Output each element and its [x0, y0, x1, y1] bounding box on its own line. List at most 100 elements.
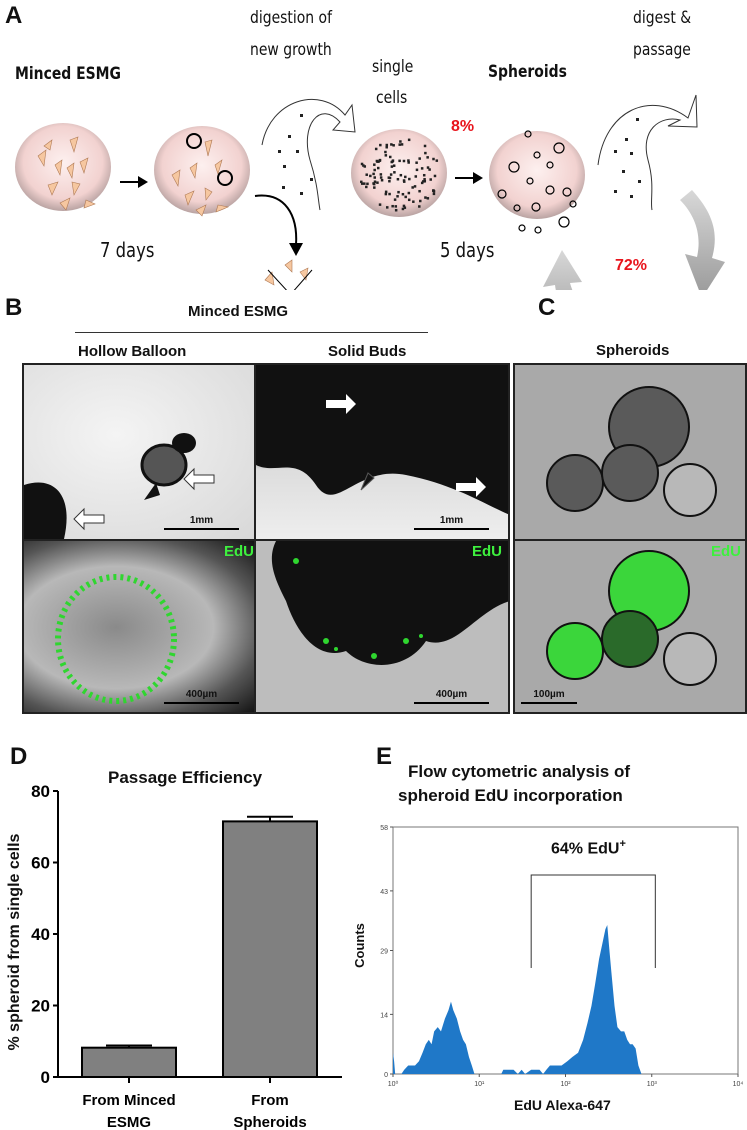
cell-dot: [404, 175, 407, 179]
x-tick-label: Spheroids: [233, 1114, 306, 1130]
cell-dot: [397, 190, 400, 194]
group-divider: [75, 332, 428, 333]
cell-dot: [428, 168, 431, 171]
cell-dot: [418, 157, 421, 160]
bar: [222, 820, 318, 1079]
cell-dot: [407, 159, 410, 162]
cell-dot: [396, 195, 399, 198]
cell-dot: [404, 195, 407, 199]
cycle-arrows: [543, 190, 725, 290]
cell-dot: [435, 159, 439, 162]
cell-dot: [432, 192, 436, 196]
cell-dot: [422, 180, 425, 183]
efficiency-initial: 8%: [451, 118, 475, 135]
y-tick-label: 0: [384, 1072, 388, 1079]
cell-dot: [415, 161, 418, 164]
cell-dot: [398, 143, 401, 146]
cell-dot: [372, 172, 375, 176]
cell-dot: [360, 180, 363, 184]
panel-e-label: E: [376, 743, 393, 770]
cell-dot: [363, 165, 367, 168]
flow-chart-title-line1: Flow cytometric analysis of: [408, 762, 631, 781]
passage-label-line2: passage: [633, 40, 691, 60]
cell-dot: [420, 181, 424, 185]
panel-b-micrographs: EdU EdU 1mm 1mm 400µm 400µm: [22, 363, 510, 714]
buds-edu-label: EdU: [472, 543, 502, 560]
cell-dot: [432, 157, 435, 161]
y-tick-label: 14: [380, 1012, 388, 1019]
cell-dot: [402, 204, 406, 208]
cell-dot: [408, 177, 411, 181]
cell-dot: [424, 196, 427, 199]
cell-dot: [369, 174, 372, 178]
cell-dot: [413, 185, 417, 188]
cell-dot: [374, 147, 378, 151]
y-tick-label: 29: [380, 949, 388, 956]
single-cells-line2: cells: [376, 88, 408, 108]
cell-dot: [378, 159, 382, 162]
balloon-edu-label: EdU: [224, 543, 254, 560]
arrow-right-1: [120, 176, 148, 188]
cell-dot: [402, 159, 406, 163]
cell-dot: [415, 168, 419, 172]
cell-dot: [423, 144, 427, 148]
cell-dot: [375, 159, 379, 163]
cell-dot: [376, 181, 379, 184]
cell-dot: [373, 180, 377, 183]
cell-dot: [384, 192, 388, 196]
cell-dot: [379, 176, 383, 179]
cell-dot: [360, 162, 364, 166]
cell-dot: [380, 178, 384, 182]
cell-dot: [385, 206, 389, 209]
discard-arrow: [254, 194, 313, 290]
cell-dot: [426, 166, 430, 169]
spheroids-edu-label: EdU: [711, 543, 741, 560]
cell-dot: [419, 199, 422, 203]
cell-dot: [385, 143, 389, 147]
cell-dot: [393, 198, 397, 201]
cell-dot: [379, 173, 383, 176]
flow-chart-xlabel: EdU Alexa-647: [514, 1097, 611, 1113]
cell-dot: [394, 205, 398, 208]
cell-dot: [360, 182, 364, 185]
panel-d-label: D: [10, 743, 28, 770]
scalebar-label: 400µm: [435, 689, 468, 700]
cell-dot: [407, 161, 410, 164]
cell-dot: [379, 143, 382, 147]
dish-growth: [154, 126, 250, 217]
cell-dot: [393, 171, 396, 174]
buds-brightfield: [256, 365, 508, 539]
y-tick-label: 80: [31, 782, 50, 801]
cell-dot: [398, 159, 401, 163]
digestion-label-line1: digestion of: [250, 8, 332, 28]
y-tick-label: 20: [31, 997, 50, 1016]
dish-single-cells: [351, 129, 447, 217]
passage-arrow: [597, 94, 698, 211]
arrow-right-2: [455, 172, 483, 184]
spheroids-brightfield: [515, 365, 745, 539]
cell-dot: [401, 192, 405, 196]
cell-dot: [384, 150, 387, 154]
scalebar-1mm-left: 1mm: [164, 515, 239, 530]
cell-dot: [423, 180, 427, 183]
scalebar-400um-left: 400µm: [164, 689, 239, 704]
cell-dot: [418, 205, 421, 208]
x-tick-label: 10⁰: [388, 1080, 399, 1088]
y-tick-label: 58: [380, 825, 388, 832]
cell-dot: [422, 173, 426, 177]
cell-dot: [407, 198, 411, 202]
cell-dot: [378, 203, 382, 206]
scalebar-label: 400µm: [185, 689, 218, 700]
cell-dot: [420, 167, 424, 170]
cell-dot: [373, 176, 376, 179]
cell-dot: [401, 207, 405, 211]
passage-label-line1: digest &: [633, 8, 692, 28]
cell-dot: [411, 186, 414, 189]
panel-c-micrographs: EdU 100µm: [513, 363, 747, 714]
cell-dot: [377, 166, 380, 170]
histogram-area: [393, 924, 642, 1074]
solid-buds-title: Solid Buds: [328, 343, 407, 360]
bar-chart-title: Passage Efficiency: [108, 768, 263, 787]
cell-dot: [373, 186, 376, 189]
cell-dot: [365, 185, 368, 189]
